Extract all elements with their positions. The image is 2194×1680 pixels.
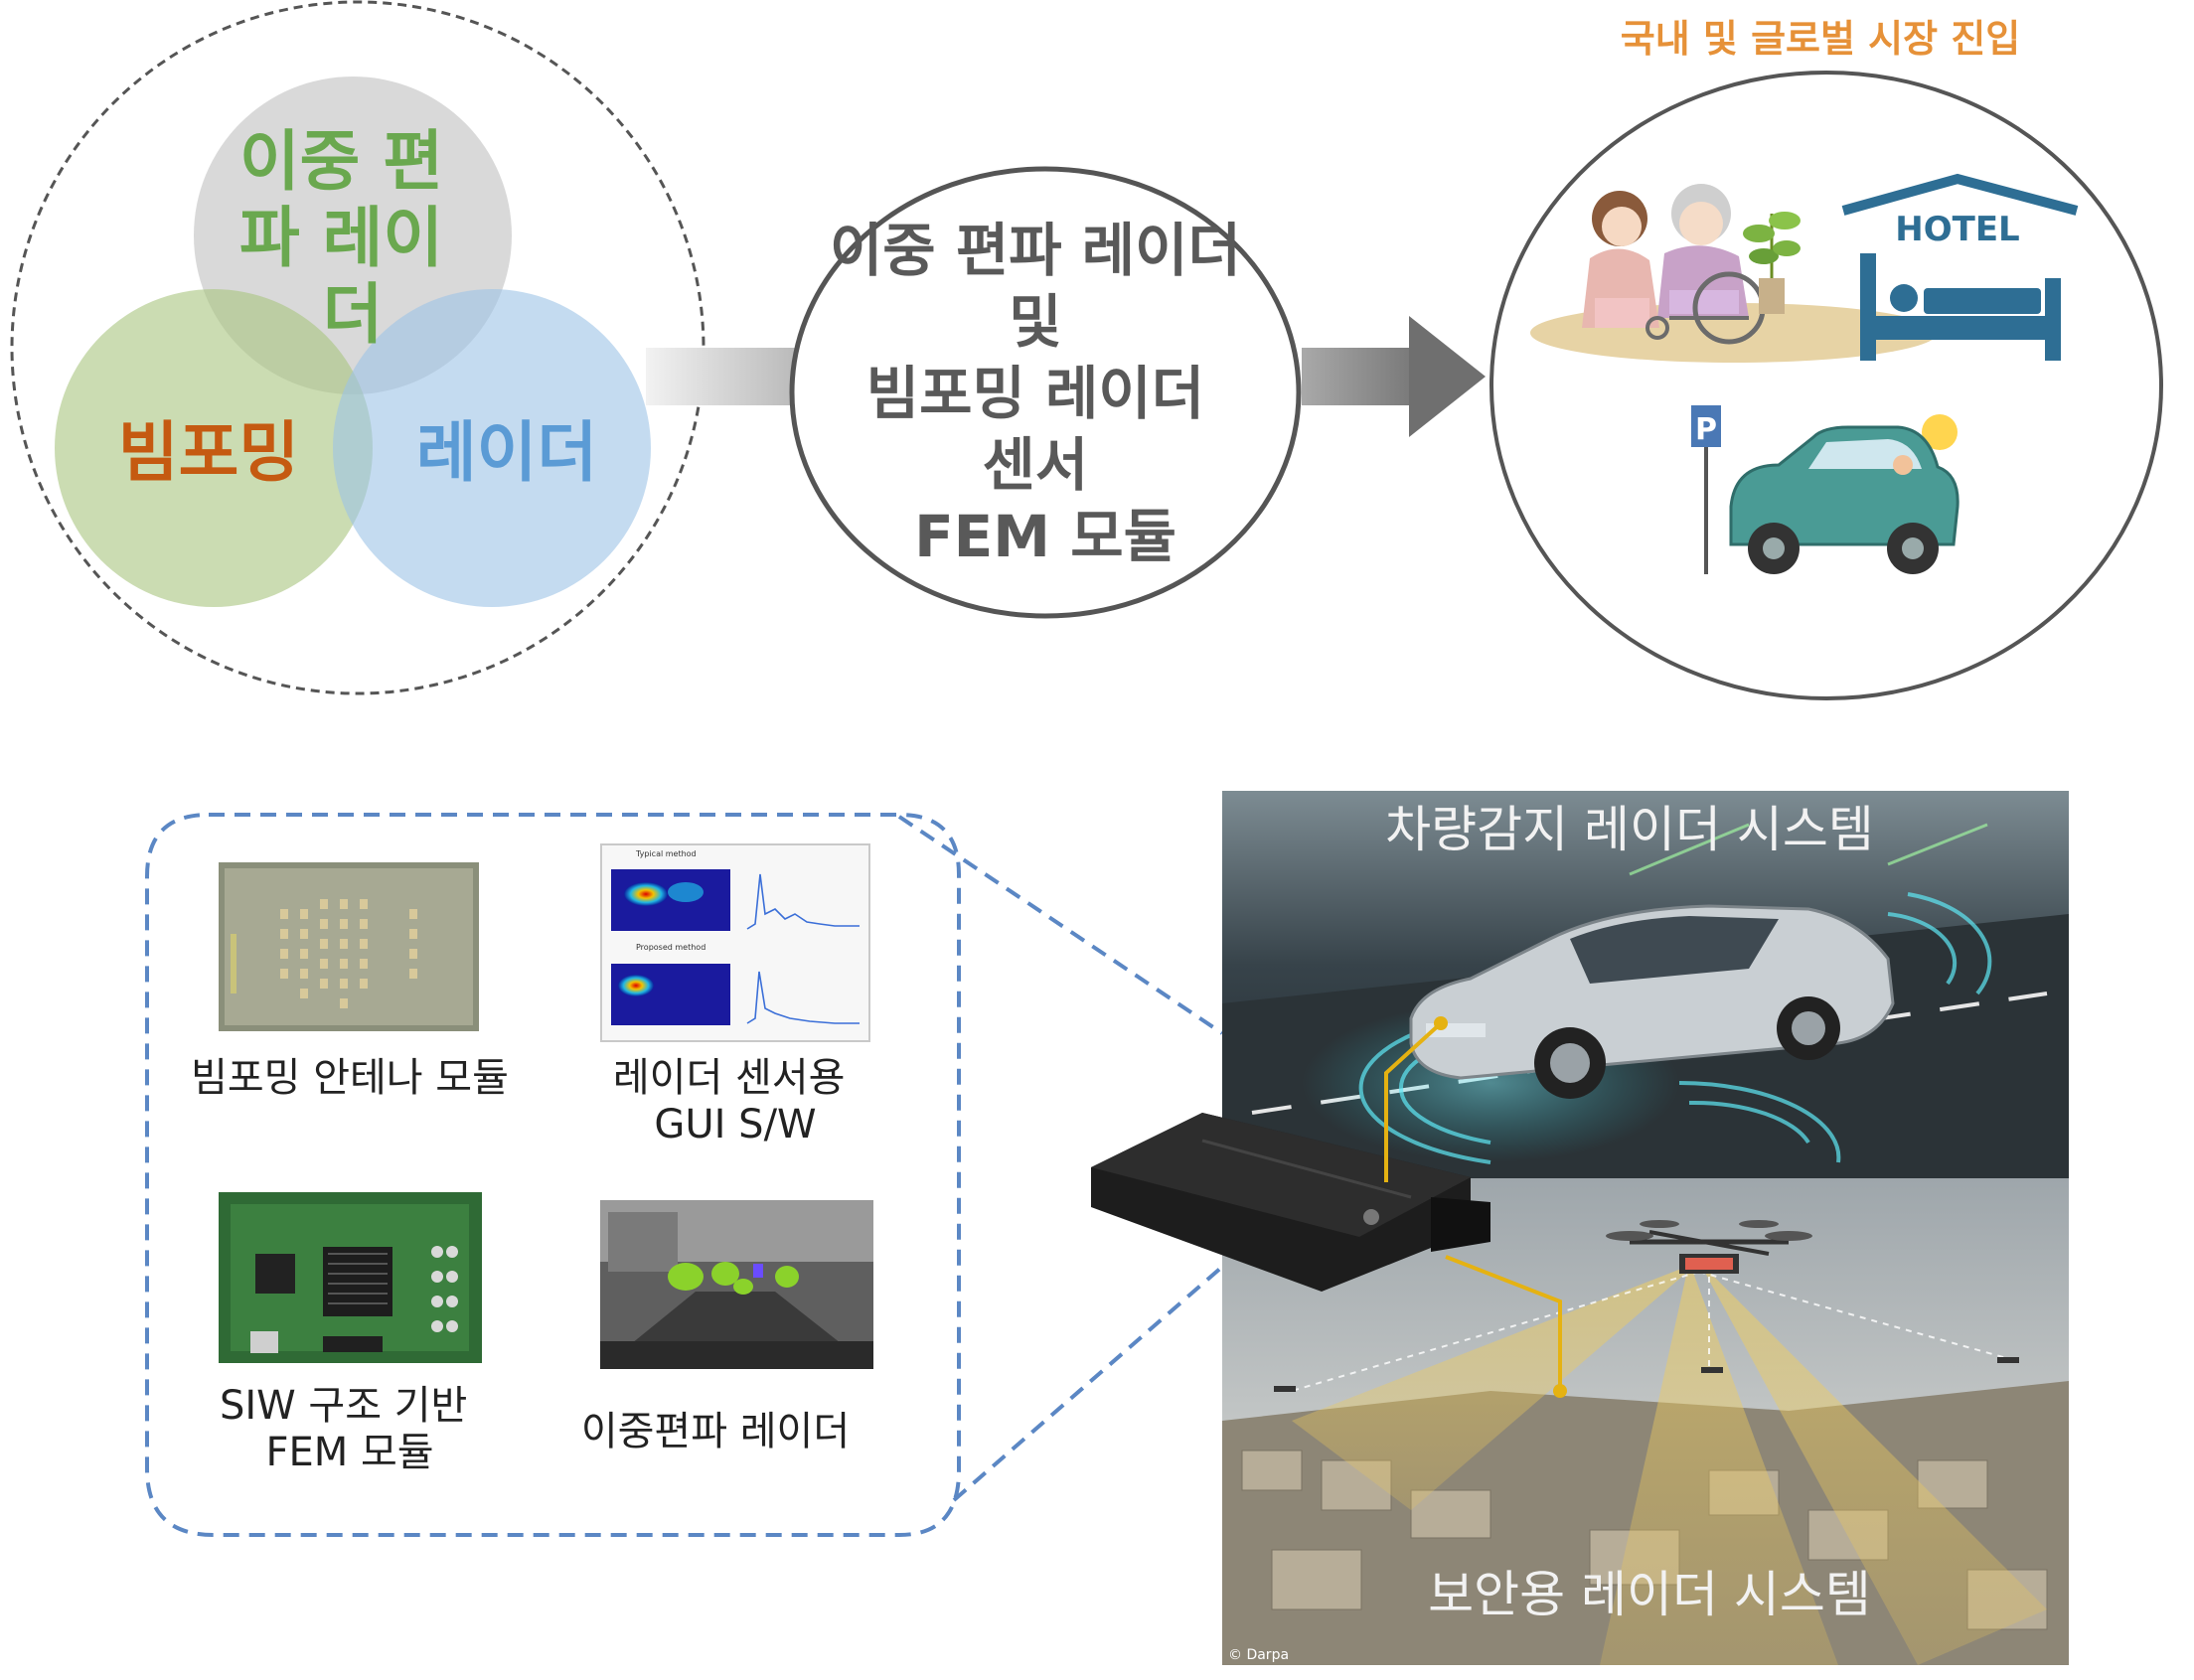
image-credit: © Darpa — [1228, 1647, 1289, 1663]
module-caption-2-line-2: GUI S/W — [654, 1102, 816, 1147]
product-circle-outline — [789, 166, 1302, 619]
modules-panel: 빔포밍 안테나 모듈 Typical method Proposed metho… — [145, 813, 1224, 1537]
product-line-5: FEM 모듈 — [914, 503, 1176, 570]
vehicle-system-title: 차량감지 레이더 시스템 — [1385, 801, 1874, 858]
product-line-1: 이중 편파 레이더 — [830, 217, 1241, 284]
dual-pol-radar-view-icon — [600, 1200, 873, 1369]
module-caption-3-line-2: FEM 모듈 — [265, 1430, 433, 1475]
parking-car-icon: P — [1691, 405, 1959, 574]
venn-top-label: 이중 편 파 레이 더 — [239, 123, 466, 353]
venn-top-line-3: 더 — [323, 276, 384, 353]
radar-gui-icon: Typical method Proposed method — [600, 843, 870, 1042]
module-caption-3: SIW 구조 기반 FEM 모듈 — [220, 1383, 480, 1475]
module-caption-1: 빔포밍 안테나 모듈 — [191, 1055, 509, 1101]
product-text: 이중 편파 레이더 및 빔포밍 레이더 센서 FEM 모듈 — [830, 217, 1261, 570]
module-caption-3-line-1: SIW 구조 기반 — [220, 1383, 467, 1429]
market-title: 국내 및 글로벌 시장 진입 — [1621, 17, 2021, 61]
market-circle: HOTEL P — [1489, 71, 2163, 700]
venn-diagram: 이중 편 파 레이 더 빔포밍 레이더 — [10, 0, 705, 695]
venn-top-line-2: 파 레이 — [239, 200, 443, 276]
fem-board-icon — [219, 1192, 482, 1363]
gui-title-typical: Typical method — [635, 849, 697, 858]
module-caption-2: 레이더 센서용 GUI S/W — [613, 1055, 858, 1147]
parking-label: P — [1695, 412, 1717, 447]
antenna-board-icon — [219, 862, 479, 1031]
hotel-bed-icon: HOTEL — [1841, 173, 2079, 361]
market-circle-outline — [1489, 71, 2163, 700]
flow-arrow-2 — [1302, 316, 1486, 437]
radar-module-device — [1091, 1113, 1490, 1292]
venn-right-label: 레이더 — [416, 414, 597, 491]
venn-circle-right — [333, 289, 651, 607]
product-line-2: 및 — [1009, 288, 1061, 356]
silver-car-illustration — [1409, 904, 1895, 1099]
venn-left-label: 빔포밍 — [118, 414, 299, 491]
product-line-3: 빔포밍 레이더 — [866, 360, 1204, 427]
elderly-care-icon — [1530, 184, 1938, 363]
hotel-label: HOTEL — [1895, 210, 2019, 249]
flow-arrow-1 — [646, 348, 805, 405]
module-caption-4: 이중편파 레이더 — [581, 1409, 850, 1454]
product-circle: 이중 편파 레이더 및 빔포밍 레이더 센서 FEM 모듈 — [789, 166, 1302, 619]
venn-circle-left — [55, 289, 373, 607]
module-caption-2-line-1: 레이더 센서용 — [613, 1055, 846, 1101]
security-system-title: 보안용 레이더 시스템 — [1428, 1566, 1871, 1623]
systems-image: 차량감지 레이더 시스템 — [1091, 791, 2069, 1665]
product-line-4: 센서 — [983, 431, 1089, 499]
modules-panel-border — [145, 813, 961, 1537]
venn-top-line-1: 이중 편 — [239, 123, 443, 200]
gui-title-proposed: Proposed method — [636, 943, 705, 952]
drone-main — [1606, 1220, 1812, 1274]
